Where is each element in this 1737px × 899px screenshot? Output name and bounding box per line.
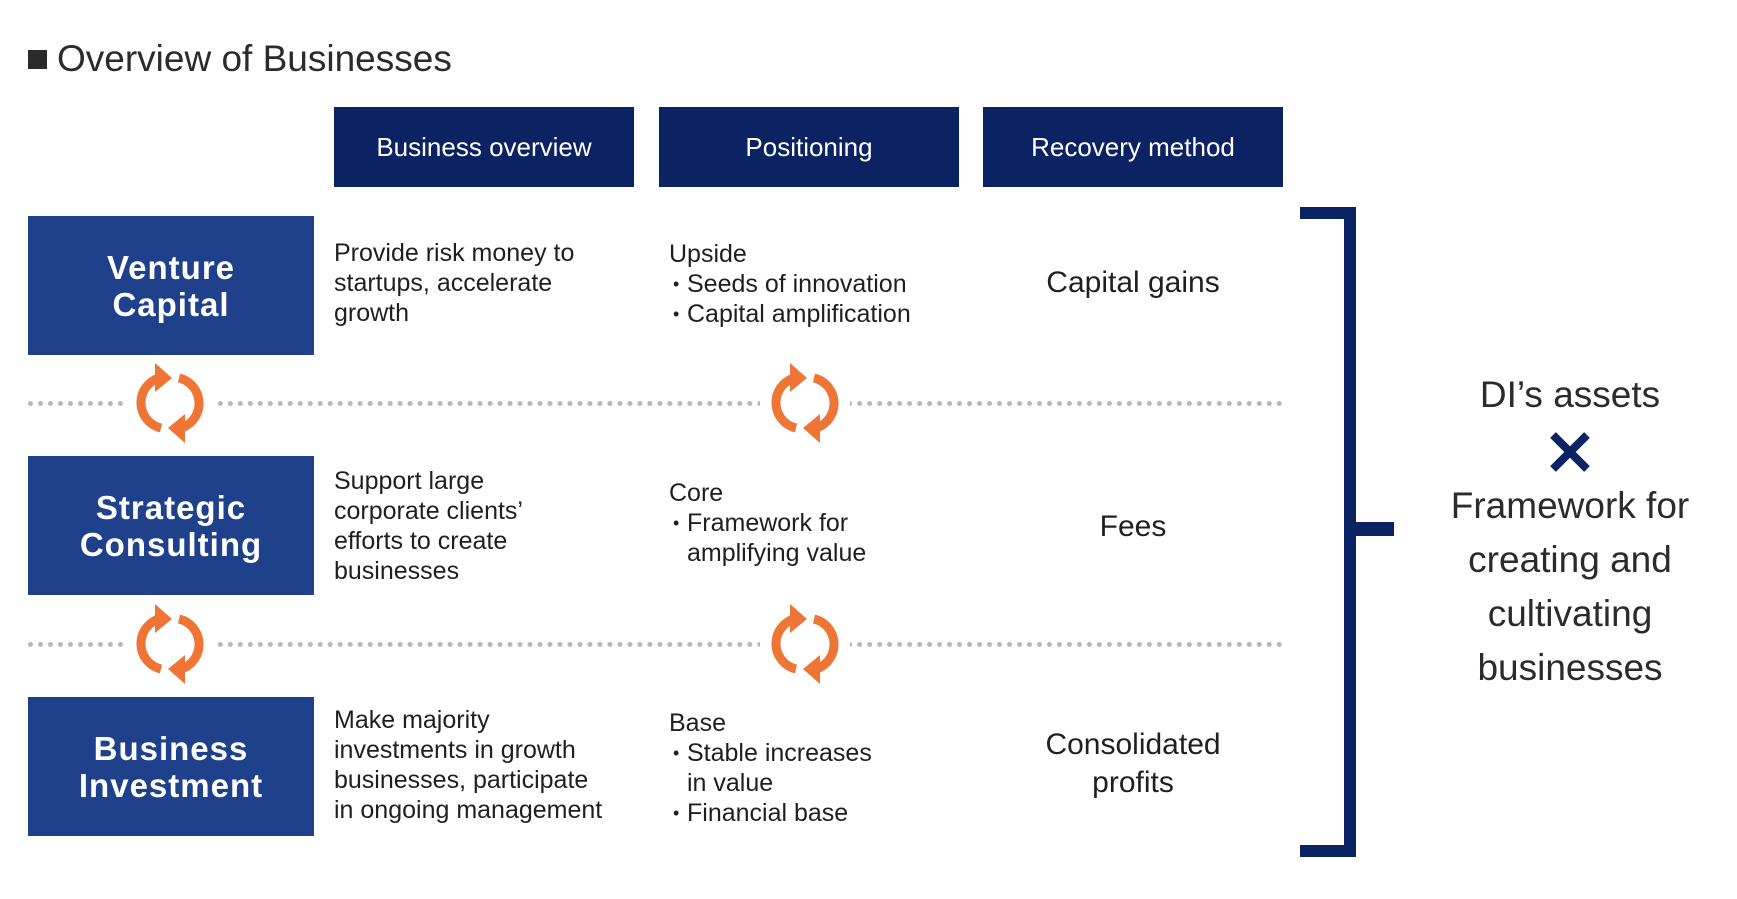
overview-business-investment: Make majority investments in growth busi… [334, 706, 603, 824]
refresh-cycle-icon [760, 358, 850, 448]
refresh-cycle-icon [760, 599, 850, 689]
positioning-heading-core: Core [669, 479, 724, 507]
positioning-heading-upside: Upside [669, 240, 747, 268]
positioning-item: Seeds of innovation [673, 269, 911, 299]
framework-line: businesses [1477, 647, 1663, 688]
column-header-recovery-method: Recovery method [983, 107, 1283, 187]
framework-line: cultivating [1487, 593, 1653, 634]
row-label-strategic-consulting: Strategic Consulting [28, 456, 314, 595]
positioning-item: Capital amplification [673, 299, 911, 329]
title-square-icon [28, 50, 47, 69]
times-icon [1550, 432, 1590, 472]
column-header-positioning: Positioning [659, 107, 959, 187]
overview-strategic-consulting: Support large corporate clients’ efforts… [334, 467, 523, 585]
assets-heading: DI’s assets [1479, 374, 1661, 415]
recovery-strategic-consulting: Fees [1099, 510, 1167, 543]
row-label-venture-capital: Venture Capital [28, 216, 314, 355]
framework-line: creating and [1468, 539, 1672, 580]
positioning-item: Stable increases in value [673, 738, 872, 798]
positioning-item: Framework for amplifying value [673, 508, 866, 568]
recovery-business-investment: Consolidated profits [1045, 728, 1221, 799]
positioning-item: Financial base [673, 798, 872, 828]
refresh-cycle-icon [125, 599, 215, 689]
page-title: Overview of Businesses [57, 38, 452, 79]
refresh-cycle-icon [125, 358, 215, 448]
positioning-list-strategic-consulting: Framework for amplifying value [673, 508, 866, 568]
row-label-business-investment: Business Investment [28, 697, 314, 836]
overview-venture-capital: Provide risk money to startups, accelera… [334, 239, 575, 327]
framework-line: Framework for [1450, 485, 1690, 526]
recovery-venture-capital: Capital gains [1046, 266, 1220, 299]
grouping-bracket [1300, 207, 1394, 857]
positioning-list-business-investment: Stable increases in value Financial base [673, 738, 872, 828]
row-divider [28, 642, 1283, 647]
positioning-heading-base: Base [669, 709, 726, 737]
column-header-business-overview: Business overview [334, 107, 634, 187]
row-divider [28, 401, 1283, 406]
positioning-list-venture-capital: Seeds of innovation Capital amplificatio… [673, 269, 911, 329]
